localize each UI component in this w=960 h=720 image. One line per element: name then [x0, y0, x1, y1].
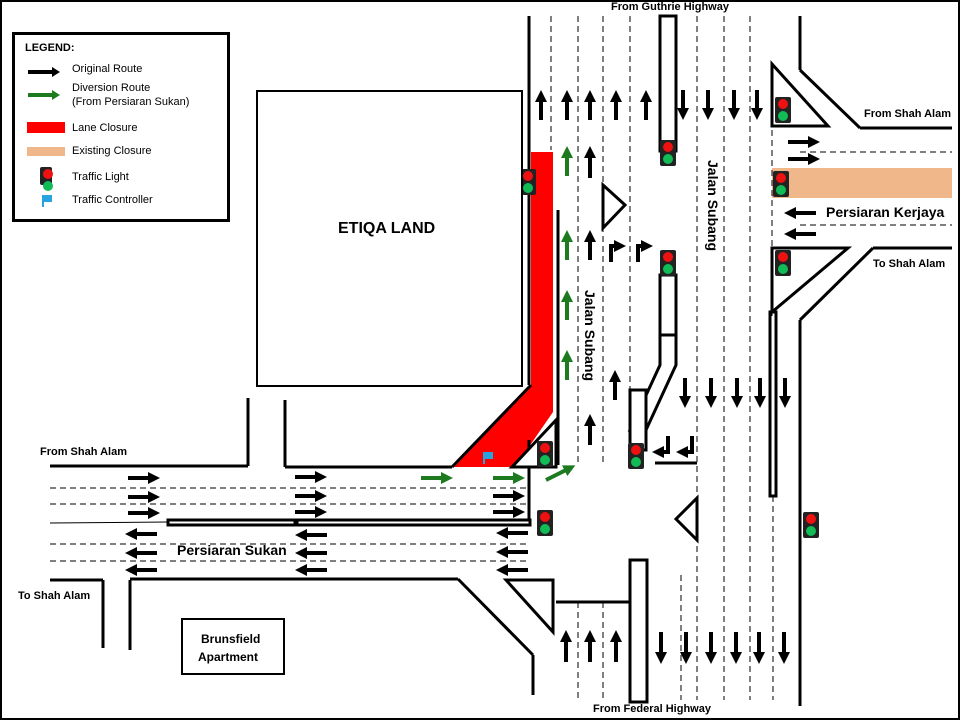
legend-label: Traffic Controller [72, 194, 153, 206]
original-route-arrows [125, 90, 820, 664]
road-label-jalan-subang-2: Jalan Subang [582, 290, 598, 382]
road-label-from-federal: From Federal Highway [593, 703, 711, 715]
road-label-from-guthrie: From Guthrie Highway [611, 1, 729, 13]
etiqa-land-label: ETIQA LAND [338, 220, 436, 237]
brunsfield-label-line2: Apartment [198, 650, 259, 664]
legend-label-sub: (From Persiaran Sukan) [72, 96, 190, 108]
lane-closure-swatch [27, 122, 65, 133]
traffic-light-icon [40, 167, 53, 191]
lane-dividers [50, 16, 952, 700]
turn-arrows [609, 240, 694, 458]
traffic-light-icon [537, 510, 553, 536]
road-label-right-to-shah-alam: To Shah Alam [873, 258, 946, 270]
black-arrow-icon [28, 67, 60, 77]
road-edges [50, 16, 952, 706]
etiqa-land-building: ETIQA LAND [256, 90, 523, 387]
brunsfield-label-line1: Brunsfield [201, 632, 261, 646]
legend-item-original-route: Original Route [15, 63, 225, 85]
legend-item-diversion-route: Diversion Route (From Persiaran Sukan) [15, 82, 225, 112]
existing-closure-zone [772, 168, 952, 198]
road-label-persiaran-kerjaya: Persiaran Kerjaya [826, 204, 945, 220]
legend-title: LEGEND: [25, 42, 75, 54]
existing-closure-swatch [27, 147, 65, 156]
traffic-light-icon [803, 512, 819, 538]
legend-item-lane-closure: Lane Closure [15, 122, 225, 144]
road-label-left-to-shah-alam: To Shah Alam [18, 590, 91, 602]
road-label-persiaran-sukan: Persiaran Sukan [177, 542, 287, 558]
traffic-controller-flag-icon [483, 452, 493, 464]
traffic-light-icon [775, 250, 791, 276]
legend-label: Traffic Light [72, 171, 129, 183]
brunsfield-apartment-building: Brunsfield Apartment [181, 618, 285, 675]
legend-label: Existing Closure [72, 145, 152, 157]
green-arrow-icon [28, 90, 60, 100]
traffic-light-icon [628, 443, 644, 469]
legend-item-traffic-light: Traffic Light [15, 167, 225, 191]
traffic-light-icon [660, 250, 676, 276]
legend: LEGEND: Original Route Diversion Route (… [12, 32, 230, 222]
road-label-left-from-shah-alam: From Shah Alam [40, 446, 127, 458]
legend-label: Lane Closure [72, 122, 138, 134]
legend-label: Original Route [72, 63, 143, 75]
legend-item-existing-closure: Existing Closure [15, 145, 225, 167]
traffic-light-icon [775, 97, 791, 123]
traffic-light-icon [660, 140, 676, 166]
legend-item-traffic-controller: Traffic Controller [15, 194, 225, 216]
traffic-light-icon [537, 441, 553, 467]
traffic-light-icon [520, 169, 536, 195]
traffic-light-icon [773, 171, 789, 197]
flag-icon [42, 195, 52, 207]
legend-label: Diversion Route [72, 82, 151, 94]
road-label-right-from-shah-alam: From Shah Alam [864, 108, 951, 120]
diversion-route-arrows [421, 146, 576, 484]
road-label-jalan-subang-1: Jalan Subang [705, 160, 721, 252]
